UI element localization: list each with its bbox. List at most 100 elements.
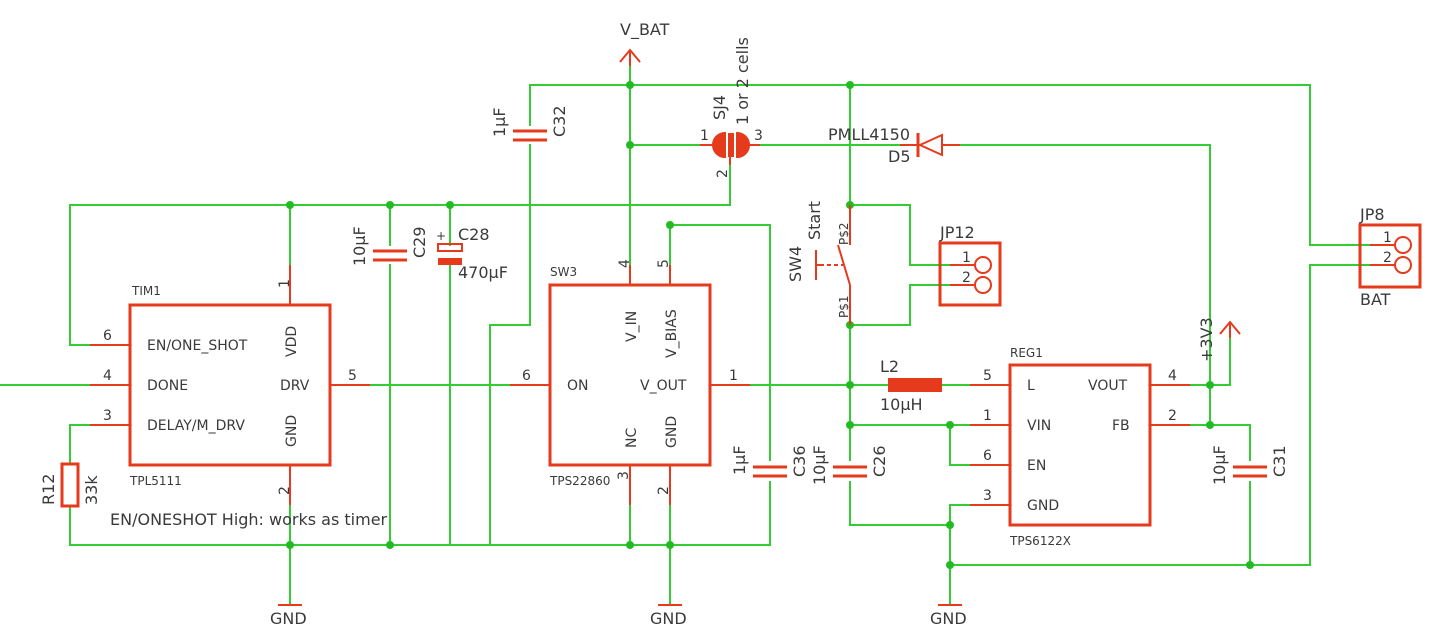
c28-polarity: + <box>436 229 446 243</box>
gnd-symbol-1: GND <box>270 604 307 628</box>
jp12-ref: JP12 <box>939 223 975 242</box>
c29-capacitor: 10µF C29 <box>350 226 429 266</box>
reg1-pin-l: L <box>1027 378 1035 394</box>
jp8-pin2: 2 <box>1383 250 1392 266</box>
c32-ref: C32 <box>550 105 569 137</box>
c36-capacitor: 1µF C36 <box>730 445 809 478</box>
sw3-pin-on: ON <box>567 378 589 394</box>
c31-ref: C31 <box>1270 445 1289 477</box>
tim1-pin-delay: DELAY/M_DRV <box>147 418 245 434</box>
reg1-num-fb: 2 <box>1168 408 1177 424</box>
jp8-connector: JP8 BAT 1 2 <box>1358 205 1422 309</box>
sw4-pin1: P$1 <box>837 295 851 318</box>
sw3-num-on: 6 <box>522 368 531 384</box>
sw3-num-vbias: 5 <box>656 259 672 268</box>
jp12-pin1: 1 <box>962 250 971 266</box>
c26-capacitor: 10µF C26 <box>810 445 889 485</box>
reg1-pin-fb: FB <box>1112 418 1130 434</box>
c26-value: 10µF <box>810 445 829 485</box>
tim1-pin-gnd: GND <box>284 415 300 447</box>
d5-diode: PMLL4150 D5 <box>828 125 960 166</box>
d5-ref: D5 <box>888 147 911 166</box>
reg1-part: TPS6122X <box>1009 534 1071 548</box>
reg1-pin-en: EN <box>1027 458 1046 474</box>
sw3-pin-vin: V_IN <box>624 311 640 342</box>
c29-value: 10µF <box>350 226 369 266</box>
reg1-num-en: 6 <box>983 448 992 464</box>
sw3-pin-nc: NC <box>624 428 640 448</box>
tim1-num-vdd: 1 <box>277 279 293 288</box>
c28-capacitor: + C28 470µF <box>436 225 508 282</box>
tim1-num-drv: 5 <box>348 368 357 384</box>
sw3-component: SW3 TPS22860 ON V_OUT V_IN V_BIAS NC GND… <box>510 259 750 505</box>
tim1-ref: TIM1 <box>131 284 161 298</box>
reg1-num-vout: 4 <box>1168 368 1177 384</box>
tim1-part: TPL5111 <box>129 474 182 488</box>
sj4-jumper: 1 3 2 SJ4 1 or 2 cells <box>700 37 763 178</box>
tim1-num-done: 4 <box>103 368 112 384</box>
tim1-num-gnd: 2 <box>277 486 293 495</box>
sw3-num-vout: 1 <box>729 368 738 384</box>
sj4-pin1: 1 <box>700 128 709 144</box>
gnd-label-3: GND <box>930 609 967 628</box>
jp12-connector: JP12 1 2 <box>938 223 1002 307</box>
sw3-part: TPS22860 <box>549 474 610 488</box>
vbat-symbol: V_BAT <box>619 20 670 66</box>
jp8-value: BAT <box>1360 290 1391 309</box>
tim1-pin-vdd: VDD <box>284 326 300 357</box>
reg1-pin-vout: VOUT <box>1088 378 1128 394</box>
reg1-num-l: 5 <box>983 368 992 384</box>
sw3-num-vin: 4 <box>617 259 633 268</box>
sj4-pin3: 3 <box>754 128 763 144</box>
v3v3-label: +3V3 <box>1197 317 1216 362</box>
c29-ref: C29 <box>410 226 429 258</box>
reg1-num-gnd: 3 <box>983 488 992 504</box>
tim1-pin-done: DONE <box>147 378 188 394</box>
r12-value: 33k <box>82 475 101 505</box>
reg1-num-vin: 1 <box>983 408 992 424</box>
l2-ref: L2 <box>880 357 899 376</box>
sw3-num-nc: 3 <box>616 471 632 480</box>
reg1-pin-gnd: GND <box>1027 498 1059 514</box>
sj4-ref: SJ4 <box>710 95 729 120</box>
c31-value: 10µF <box>1210 445 1229 485</box>
sw4-switch: SW4 Start P$2 P$1 <box>786 201 851 325</box>
sw3-ref: SW3 <box>550 265 577 279</box>
jp12-pin2: 2 <box>962 270 971 286</box>
c31-capacitor: 10µF C31 <box>1210 445 1289 485</box>
c36-ref: C36 <box>790 445 809 477</box>
reg1-component: REG1 TPS6122X L VIN EN GND VOUT FB 5 1 6… <box>970 346 1190 548</box>
gnd-symbol-2: GND <box>650 604 687 628</box>
tim1-num-delay: 3 <box>103 408 112 424</box>
r12-resistor: R12 33k <box>39 462 101 508</box>
sw3-pin-vbias: V_BIAS <box>664 309 680 358</box>
r12-ref: R12 <box>39 474 58 505</box>
l2-value: 10µH <box>880 395 923 414</box>
gnd-label-1: GND <box>270 609 307 628</box>
gnd-label-2: GND <box>650 609 687 628</box>
timer-note: EN/ONESHOT High: works as timer <box>110 510 388 529</box>
sw4-pin2: P$2 <box>837 222 851 245</box>
sj4-value: 1 or 2 cells <box>733 37 752 125</box>
sw3-num-gnd: 2 <box>656 486 672 495</box>
tim1-num-en: 6 <box>103 328 112 344</box>
tim1-pin-drv: DRV <box>280 378 310 394</box>
v3v3-symbol: +3V3 <box>1197 317 1241 362</box>
d5-value: PMLL4150 <box>828 125 910 144</box>
jp8-ref: JP8 <box>1359 205 1385 224</box>
tim1-component: TIM1 TPL5111 EN/ONE_SHOT DONE DELAY/M_DR… <box>90 265 370 505</box>
c36-value: 1µF <box>730 445 749 475</box>
sw4-value: Start <box>805 201 824 240</box>
tim1-pin-en: EN/ONE_SHOT <box>147 338 248 354</box>
sj4-pin2: 2 <box>715 169 731 178</box>
c32-capacitor: 1µF C32 <box>490 105 569 142</box>
gnd-symbol-3: GND <box>930 604 967 628</box>
c28-value: 470µF <box>458 263 508 282</box>
reg1-pin-vin: VIN <box>1027 418 1051 434</box>
reg1-ref: REG1 <box>1010 346 1043 360</box>
sw3-pin-gnd: GND <box>664 416 680 448</box>
sw4-ref: SW4 <box>786 246 805 282</box>
c32-value: 1µF <box>490 107 509 137</box>
c26-ref: C26 <box>870 445 889 477</box>
